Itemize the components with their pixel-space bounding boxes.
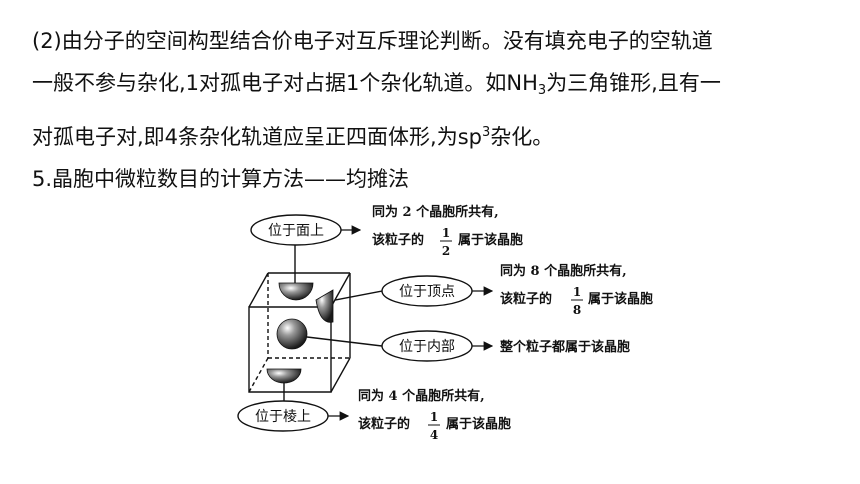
inside-connector	[306, 336, 383, 347]
text-line-2-a: 一般不参与杂化,1对孤电子对占据1个杂化轨道。如NH	[32, 71, 538, 95]
paragraph: (2)由分子的空间构型结合价电子对互斥理论判断。没有填充电子的空轨道 一般不参与…	[32, 20, 832, 200]
vertex-particle	[315, 289, 334, 323]
edge-desc-1: 同为 4 个晶胞所共有,	[358, 388, 485, 404]
text-line-1: (2)由分子的空间构型结合价电子对互斥理论判断。没有填充电子的空轨道	[32, 29, 713, 53]
text-line-3-b: 杂化。	[490, 125, 554, 149]
face-frac-den: 2	[442, 244, 450, 258]
edge-particle	[266, 368, 302, 384]
text-line-3-a: 对孤电子对,即4条杂化轨道应呈正四面体形,为sp	[32, 125, 482, 149]
inside-label: 位于内部	[399, 339, 455, 355]
cube-edge	[330, 272, 351, 308]
cube	[248, 272, 351, 393]
vertex-desc-2-post: 属于该晶胞	[588, 291, 653, 307]
cube-hidden-edge	[248, 357, 269, 393]
edge-frac-num: 1	[430, 410, 438, 424]
inside-desc: 整个粒子都属于该晶胞	[499, 339, 630, 355]
face-frac-num: 1	[442, 226, 450, 240]
face-label: 位于面上	[268, 223, 324, 239]
section-heading: 5.晶胞中微粒数目的计算方法——均摊法	[32, 167, 410, 191]
edge-desc-2-pre: 该粒子的	[358, 416, 410, 432]
vertex-frac-num: 1	[573, 285, 581, 299]
cube-edge	[248, 272, 269, 308]
vertex-desc-1: 同为 8 个晶胞所共有,	[500, 263, 627, 279]
vertex-label: 位于顶点	[399, 284, 455, 300]
inside-particle	[276, 318, 308, 350]
text-line-2-b: 为三角锥形,且有一	[546, 71, 721, 95]
text-line-3: 对孤电子对,即4条杂化轨道应呈正四面体形,为sp3杂化。	[32, 112, 832, 158]
face-particle	[278, 282, 314, 301]
edge-label: 位于棱上	[255, 409, 311, 425]
edge-frac-den: 4	[430, 428, 438, 442]
vertex-frac-den: 8	[573, 303, 581, 317]
sp3-superscript: 3	[481, 125, 491, 140]
text-line-2: 一般不参与杂化,1对孤电子对占据1个杂化轨道。如NH3为三角锥形,且有一	[32, 62, 832, 112]
face-desc-2-post: 属于该晶胞	[458, 232, 523, 248]
nh3-subscript: 3	[537, 83, 547, 98]
face-desc-2-pre: 该粒子的	[372, 232, 424, 248]
vertex-connector	[334, 290, 383, 301]
vertex-desc-2-pre: 该粒子的	[500, 291, 552, 307]
edge-desc-2-post: 属于该晶胞	[446, 416, 511, 432]
cube-edge	[330, 357, 351, 393]
face-desc-1: 同为 2 个晶胞所共有,	[372, 204, 499, 220]
